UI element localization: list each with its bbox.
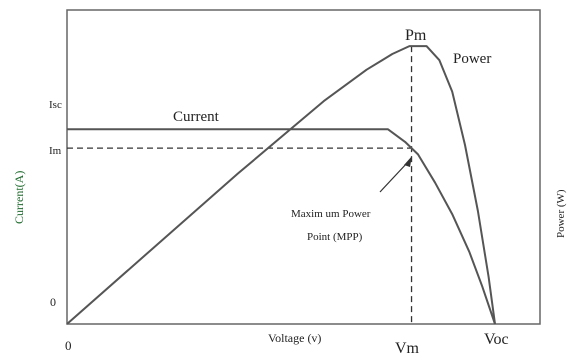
series-label-current: Current xyxy=(173,109,220,125)
x-axis-label: Voltage (v) xyxy=(268,331,321,345)
series-line-current xyxy=(67,128,496,325)
x-tick-zero: 0 xyxy=(65,338,72,353)
mpp-annotation-line1: Maxim um Power xyxy=(291,208,371,220)
series-label-power: Power xyxy=(453,51,491,67)
y-tick-zero: 0 xyxy=(50,295,56,309)
plot-frame xyxy=(66,9,541,325)
y-axis-label-right: Power (W) xyxy=(555,189,567,238)
y-axis-label-left: Current(A) xyxy=(12,171,26,224)
y-tick-isc: Isc xyxy=(49,99,62,111)
x-tick-voc: Voc xyxy=(484,331,509,348)
mpp-arrow xyxy=(379,161,409,193)
series-line-power xyxy=(66,45,496,325)
pm-label: Pm xyxy=(405,27,427,44)
series-lines xyxy=(66,45,496,325)
mpp-guides xyxy=(67,46,413,324)
y-tick-im: Im xyxy=(49,145,62,157)
mpp-annotation-line2: Point (MPP) xyxy=(307,231,363,243)
x-tick-vm: Vm xyxy=(395,340,420,356)
